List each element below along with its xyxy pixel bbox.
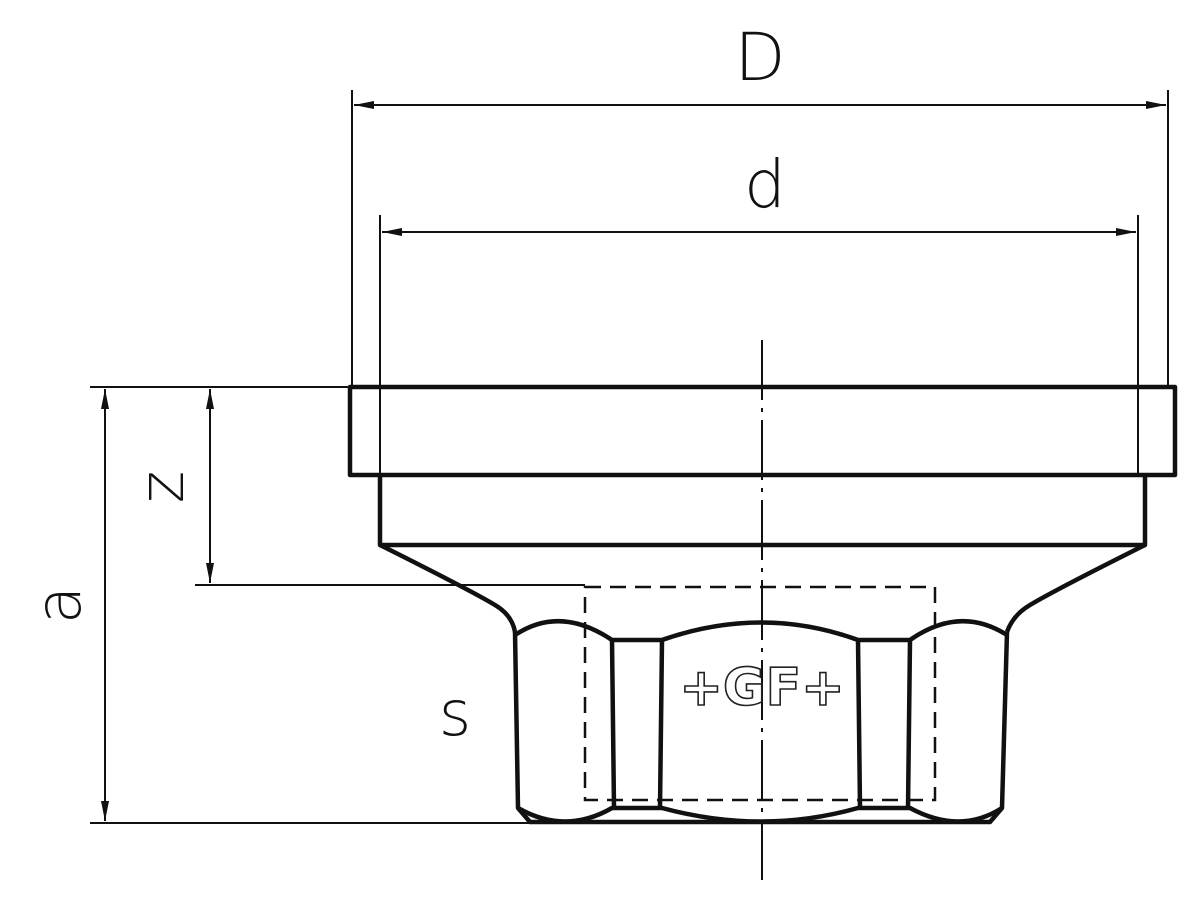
gf-logo: +GF+ — [679, 658, 844, 718]
dimension-z: z — [125, 389, 214, 583]
dimension-a: a — [22, 389, 109, 821]
label-d: d — [744, 146, 786, 223]
dimension-D: D — [351, 19, 1169, 385]
label-s: s — [439, 677, 471, 750]
hex-nut — [512, 618, 1010, 825]
label-D: D — [735, 19, 786, 96]
hidden-thread-outline — [583, 585, 937, 802]
label-z: z — [125, 471, 198, 504]
label-a: a — [22, 586, 95, 624]
dimension-d: d — [379, 146, 1139, 475]
